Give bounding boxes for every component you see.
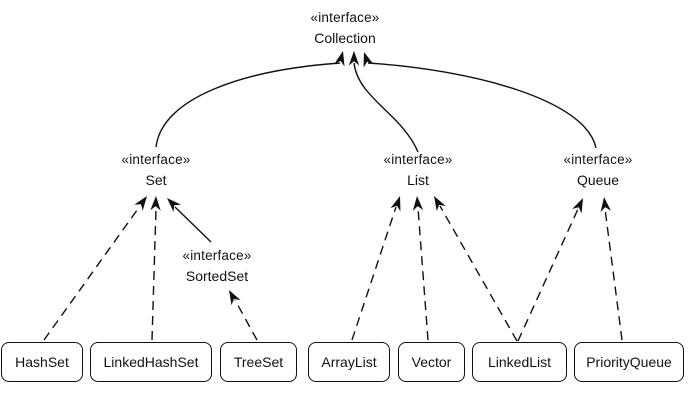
class-box-linkedlist: LinkedList (472, 342, 567, 382)
edge-vector-list (417, 207, 429, 341)
arrowhead-linkedlist-queue (572, 195, 588, 214)
edge-hashset-set (43, 205, 141, 341)
stereotype-label: «interface» (182, 248, 252, 263)
class-box-vector: Vector (398, 342, 465, 382)
arrowhead-priorityqueue-queue (598, 196, 611, 213)
arrowhead-linkedhashset-set (150, 195, 162, 211)
stereotype-label: «interface» (383, 152, 453, 167)
class-name: ArrayList (321, 354, 377, 370)
interface-node-sortedset: «interface» SortedSet (147, 246, 287, 286)
stereotype-label: «interface» (310, 10, 380, 25)
edge-treeset-sortedset (234, 299, 258, 341)
interface-name: Set (145, 172, 167, 188)
arrowhead-treeset-sortedset (224, 287, 241, 306)
class-box-hashset: HashSet (1, 342, 83, 382)
class-box-priorityqueue: PriorityQueue (574, 342, 684, 382)
edge-list-collection (353, 62, 419, 153)
edge-linkedhashset-set (151, 207, 157, 341)
arrowhead-vector-list (411, 195, 424, 211)
edge-linkedlist-queue (517, 208, 579, 342)
class-box-linkedhashset: LinkedHashSet (90, 342, 212, 382)
interface-node-queue: «interface» Queue (528, 150, 668, 190)
edge-linkedlist-list (439, 205, 518, 342)
stereotype-label: «interface» (121, 152, 191, 167)
edge-arraylist-list (351, 206, 397, 341)
edge-queue-collection (367, 62, 597, 149)
interface-node-list: «interface» List (348, 150, 488, 190)
class-name: PriorityQueue (586, 354, 672, 370)
arrowhead-hashset-set (134, 192, 152, 211)
class-name: TreeSet (233, 354, 284, 370)
class-name: Vector (411, 354, 452, 370)
interface-name: Queue (576, 172, 620, 188)
arrowhead-queue-collection (359, 50, 374, 68)
stereotype-label: «interface» (563, 152, 633, 167)
arrowhead-arraylist-list (390, 194, 405, 212)
edge-priorityqueue-queue (604, 208, 623, 341)
arrowhead-linkedlist-list (429, 193, 446, 212)
class-name: LinkedHashSet (103, 354, 199, 370)
class-box-arraylist: ArrayList (308, 342, 390, 382)
interface-node-set: «interface» Set (86, 150, 226, 190)
class-box-treeset: TreeSet (220, 342, 297, 382)
edge-sortedset-set (174, 206, 212, 243)
interface-name: List (407, 172, 429, 188)
class-name: LinkedList (487, 354, 552, 370)
interface-node-collection: «interface» Collection (275, 8, 415, 48)
class-name: HashSet (15, 354, 69, 370)
interface-name: Collection (314, 30, 376, 46)
interface-name: SortedSet (185, 268, 249, 284)
edge-set-collection (155, 62, 341, 148)
